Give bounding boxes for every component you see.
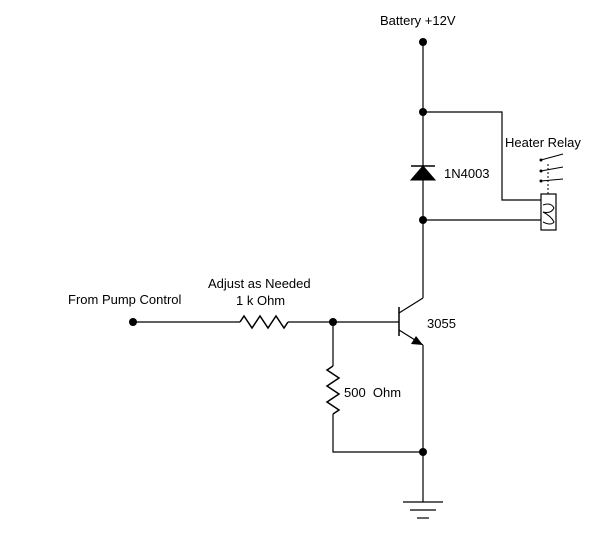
diode-label: 1N4003 (444, 166, 490, 181)
resistor-500-label: 500 Ohm (344, 385, 401, 400)
adjust-label: Adjust as Needed (208, 276, 311, 291)
battery-label: Battery +12V (380, 13, 456, 28)
transistor-3055 (398, 297, 424, 346)
resistor-1k (239, 314, 289, 330)
resistor-1k-label: 1 k Ohm (236, 293, 285, 308)
relay-label: Heater Relay (505, 135, 581, 150)
resistor-500 (325, 365, 341, 415)
diode-1n4003 (409, 165, 437, 181)
input-label: From Pump Control (68, 292, 182, 307)
ground-symbol (403, 501, 443, 519)
pulldown-wire-bottom (332, 414, 423, 453)
heater-relay (539, 153, 564, 231)
transistor-label: 3055 (427, 316, 456, 331)
relay-wire-top (423, 111, 541, 201)
